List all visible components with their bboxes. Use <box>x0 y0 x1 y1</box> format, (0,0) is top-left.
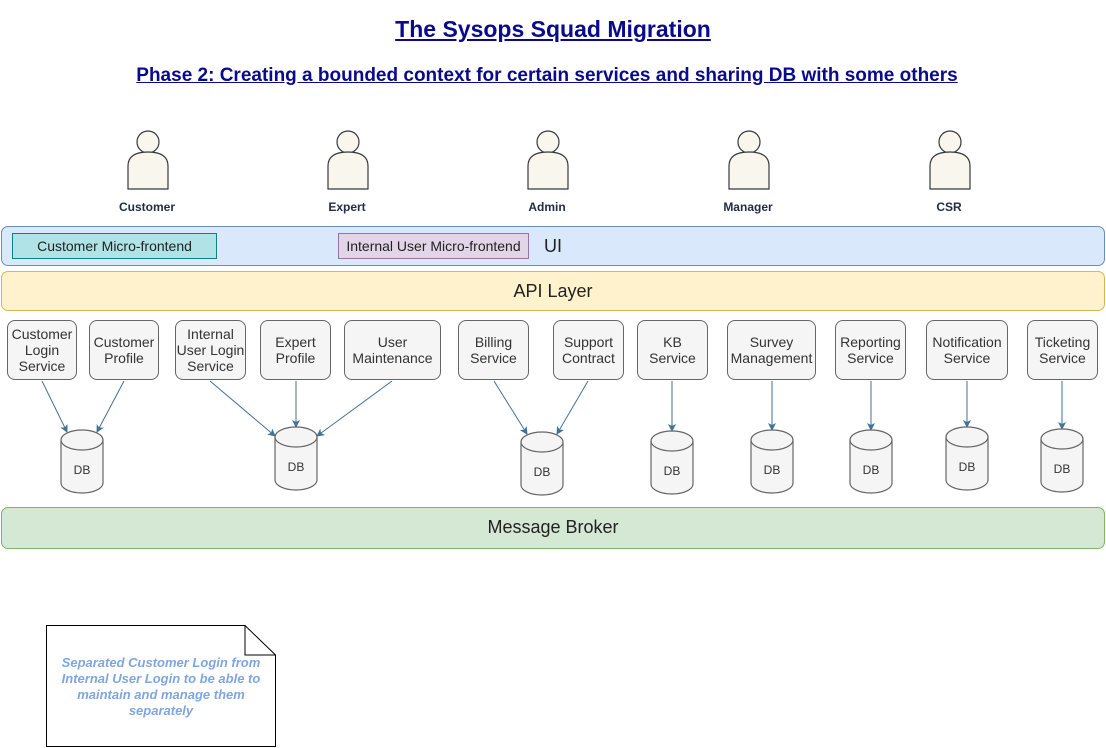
service-notification[interactable]: Notification Service <box>926 320 1008 380</box>
internal-user-micro-frontend[interactable]: Internal User Micro-frontend <box>338 233 529 259</box>
api-layer[interactable] <box>1 271 1105 311</box>
service-kb[interactable]: KB Service <box>637 320 708 380</box>
arrow <box>96 380 125 433</box>
database-label: DB <box>663 464 681 478</box>
diagram-title: The Sysops Squad Migration <box>395 16 711 42</box>
service-user-maintenance[interactable]: User Maintenance <box>344 320 441 380</box>
api-layer-label: API Layer <box>513 281 593 301</box>
service-expert-profile[interactable]: Expert Profile <box>260 320 331 380</box>
actor-label: Expert <box>328 200 366 214</box>
user-icon <box>728 130 770 190</box>
database-reporting[interactable]: DB <box>849 429 893 495</box>
database-label: DB <box>862 463 880 477</box>
database-icon <box>750 429 794 494</box>
actor-expert[interactable]: Expert <box>307 128 387 228</box>
database-icon <box>520 431 564 496</box>
service-survey-management[interactable]: Survey Management <box>727 320 816 380</box>
database-label: DB <box>1053 462 1071 476</box>
ui-layer-label: UI <box>544 236 562 256</box>
arrow <box>556 380 589 435</box>
actor-customer[interactable]: Customer <box>107 128 187 228</box>
database-icon <box>60 429 104 494</box>
database-icon <box>274 426 318 491</box>
actor-label: CSR <box>936 200 962 214</box>
service-customer-profile[interactable]: Customer Profile <box>89 320 159 380</box>
arrow <box>209 380 276 437</box>
user-icon <box>127 130 169 190</box>
actor-admin[interactable]: Admin <box>507 128 587 228</box>
database-label: DB <box>958 460 976 474</box>
note-shape <box>46 625 276 747</box>
user-icon <box>929 130 971 190</box>
user-icon <box>527 130 569 190</box>
database-billing[interactable]: DB <box>520 431 564 497</box>
database-icon <box>849 429 893 494</box>
service-reporting[interactable]: Reporting Service <box>835 320 906 380</box>
database-icon <box>1040 428 1084 493</box>
service-ticketing[interactable]: Ticketing Service <box>1027 320 1098 380</box>
note-text: Separated Customer Login from Internal U… <box>61 655 261 718</box>
database-label: DB <box>763 463 781 477</box>
actor-label: Customer <box>118 200 175 214</box>
actor-label: Admin <box>528 200 566 214</box>
service-customer-login[interactable]: Customer Login Service <box>7 320 77 380</box>
message-broker-label: Message Broker <box>487 517 619 537</box>
user-icon <box>327 130 369 190</box>
database-customer[interactable]: DB <box>60 429 104 495</box>
database-kb[interactable]: DB <box>650 430 694 496</box>
actor-csr[interactable]: CSR <box>909 128 989 228</box>
arrow <box>41 380 68 433</box>
database-label: DB <box>287 460 305 474</box>
database-survey[interactable]: DB <box>750 429 794 495</box>
database-label: DB <box>73 463 91 477</box>
customer-micro-frontend[interactable]: Customer Micro-frontend <box>12 233 217 259</box>
arrow <box>316 380 393 437</box>
note[interactable]: Separated Customer Login from Internal U… <box>46 625 276 747</box>
service-support-contract[interactable]: Support Contract <box>553 320 624 380</box>
database-icon <box>650 430 694 495</box>
database-users[interactable]: DB <box>274 426 318 492</box>
service-internal-user-login[interactable]: Internal User Login Service <box>175 320 246 380</box>
actor-label: Manager <box>723 200 773 214</box>
database-icon <box>945 426 989 491</box>
actor-manager[interactable]: Manager <box>708 128 788 228</box>
database-label: DB <box>533 465 551 479</box>
database-notification[interactable]: DB <box>945 426 989 492</box>
service-billing[interactable]: Billing Service <box>458 320 529 380</box>
arrow <box>493 380 528 435</box>
database-ticketing[interactable]: DB <box>1040 428 1084 494</box>
message-broker[interactable] <box>1 507 1105 549</box>
diagram-subtitle: Phase 2: Creating a bounded context for … <box>136 65 958 86</box>
